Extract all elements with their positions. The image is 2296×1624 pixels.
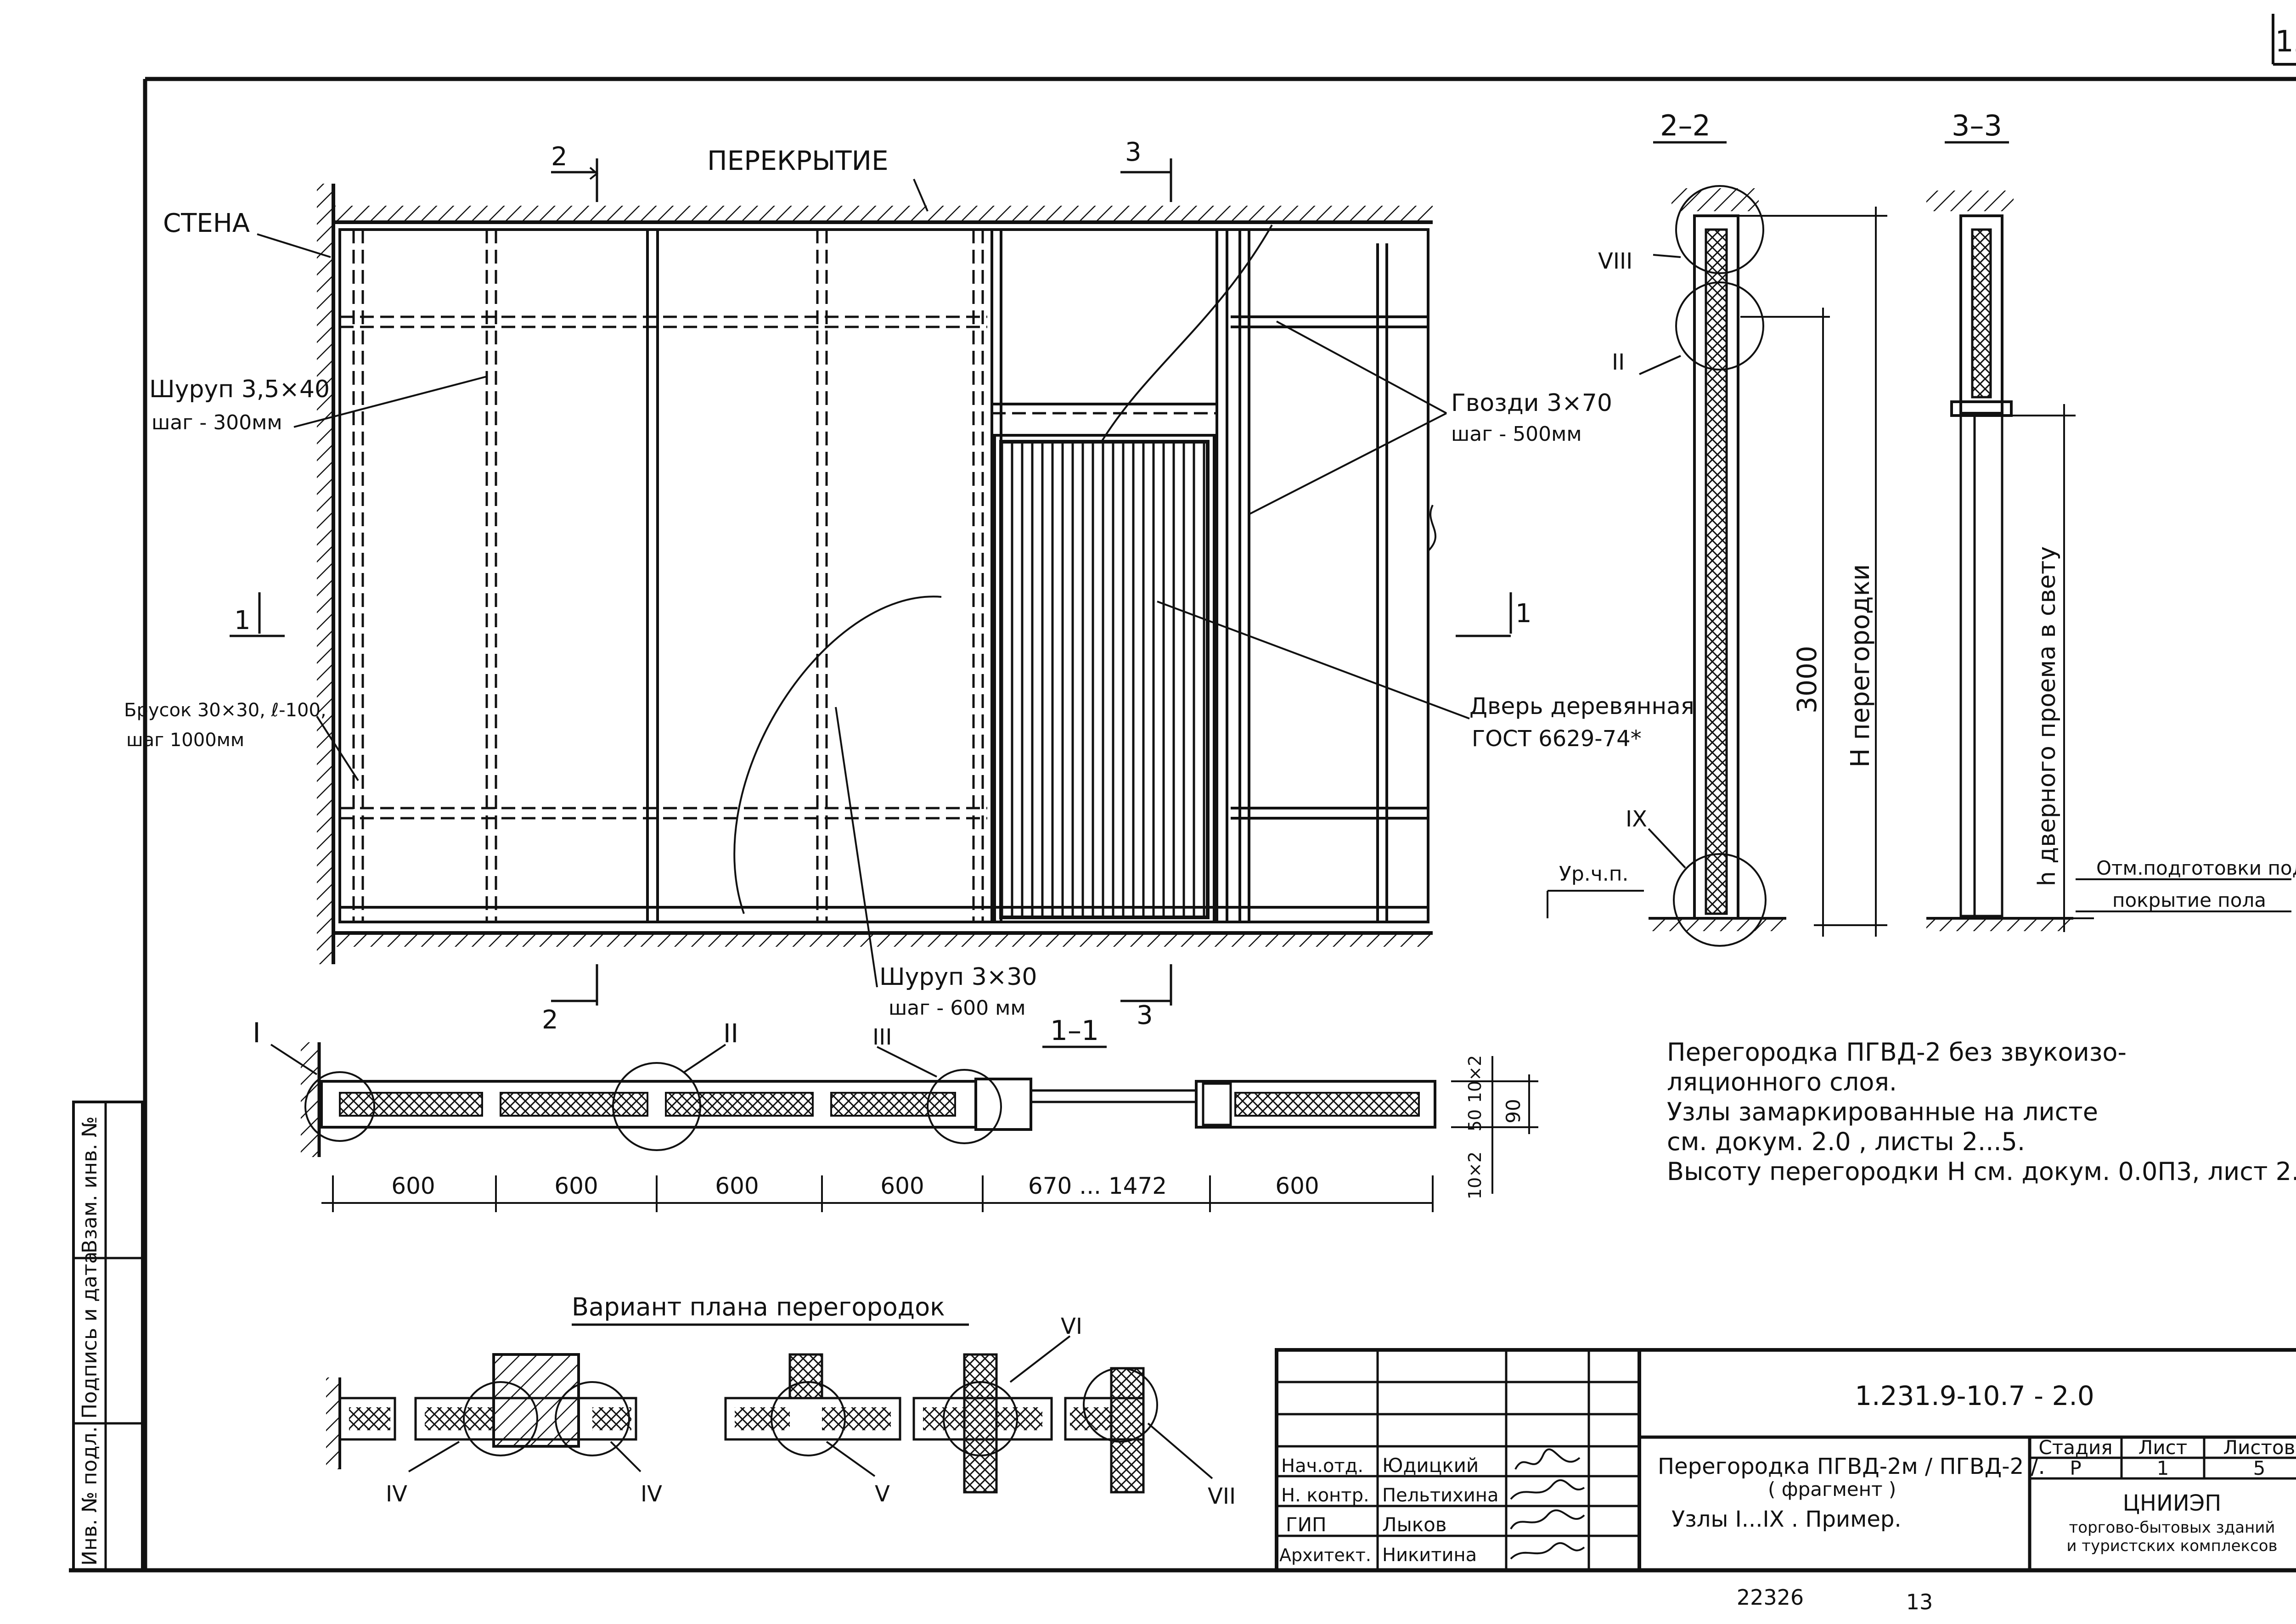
cut-mark-1-right: 1 [1515,599,1532,629]
screw-label-b: шаг - 300мм [152,411,282,434]
door-label-b: ГОСТ 6629-74* [1472,726,1642,752]
floor-cover-label: покрытие пола [2112,889,2266,911]
subfloor-mark-label: Отм.подготовки под [2096,857,2296,879]
plan-dim-1: 600 [391,1173,435,1199]
org-line-3: и туристских комплексов [2066,1537,2277,1555]
plan-node-2: II [723,1019,738,1049]
nails-label-b: шаг - 500мм [1451,422,1582,446]
screw2-label-a: Шуруп 3×30 [879,963,1037,991]
sheets-header: Листов [2223,1436,2296,1459]
sheet-number: 12 [2275,25,2296,59]
plan-dim-90: 90 [1502,1099,1525,1123]
signatures [1510,1448,1585,1560]
door-label-a: Дверь деревянная [1469,693,1694,719]
role-1: Нач.отд. [1281,1455,1363,1477]
wooden-door [999,440,1210,919]
sheet-value: 1 [2157,1457,2169,1479]
cut-mark-1-left: 1 [234,606,251,635]
stage-header: Стадия [2038,1436,2112,1459]
cut-mark-3-bottom: 3 [1137,1000,1153,1030]
plan-dim-4: 600 [880,1173,924,1199]
drawing-desc-3: Узлы I...IX . Пример. [1671,1506,1902,1532]
variant-node-5: V [875,1481,890,1507]
stamp-col-2: Подпись и дата [78,1252,101,1419]
title-block [1275,1348,2296,1572]
side-wall [317,184,333,964]
name-3: Лыков [1382,1513,1447,1536]
bar-label-a: Брусок 30×30, ℓ-100, [124,700,326,721]
plan-node-3: III [872,1024,892,1050]
node-2-label: II [1612,349,1625,375]
screw2-label-b: шаг - 600 мм [889,996,1026,1020]
dim-3000: 3000 [1791,646,1823,714]
stamp-col-3: Взам. инв. № [78,1116,101,1253]
stamp-col-1: Инв. № подл. [78,1426,101,1566]
name-4: Никитина [1382,1545,1477,1566]
door-opening-height-label: h дверного проема в свету [2033,546,2061,886]
name-2: Пельтихина [1382,1485,1498,1506]
plan-1-1-title: 1–1 [1050,1015,1099,1047]
variant-node-4a: IV [386,1481,407,1507]
cut-mark-2-top: 2 [551,142,568,172]
sheet-header: Лист [2138,1436,2187,1459]
partition-height-label: Н перегородки [1846,564,1875,767]
note-line-5: Высоту перегородки Н см. докум. 0.0П3, л… [1667,1157,2296,1186]
ceiling-label: ПЕРЕКРЫТИЕ [707,145,889,176]
plan-dim-5: 670 ... 1472 [1028,1173,1167,1199]
plan-dim-6: 600 [1275,1173,1319,1199]
org-line-1: ЦНИИЭП [2123,1490,2222,1516]
plan-dim-10x2-top: 10×2 [1465,1055,1485,1103]
role-4: Архитект. [1279,1545,1371,1565]
floor-level-label: Ур.ч.п. [1559,862,1628,886]
org-line-2: торгово-бытовых зданий [2069,1518,2275,1537]
partition-elevation: ПЕРЕКРЫТИЕ СТЕНА Шуруп 3,5×40 шаг - 300м… [124,137,1694,1035]
note-line-2: ляционного слоя. [1667,1068,1897,1096]
section-2-2-title: 2–2 [1660,109,1711,142]
note-line-3: Узлы замаркированные на листе [1667,1097,2098,1126]
variant-title: Вариант плана перегородок [572,1292,945,1321]
node-8-label: VIII [1598,248,1632,274]
floor-slab [335,933,1433,947]
name-1: Юдицкий [1382,1454,1479,1477]
plan-1-1: 1–1 I II III [253,1015,1538,1212]
note-line-1: Перегородка ПГВД-2 без звукоизо- [1667,1038,2127,1067]
stage-value: Р [2070,1457,2081,1479]
drawing-code: 1.231.9-10.7 - 2.0 [1855,1380,2094,1411]
notes: Перегородка ПГВД-2 без звукоизо- ляционн… [1667,1038,2296,1186]
sections: 2–2 3–3 VIII II IX 3000 Н перегородки Ур… [1547,109,2296,947]
sheets-value: 5 [2253,1457,2266,1479]
plan-dim-2: 600 [554,1173,598,1199]
role-2: Н. контр. [1281,1485,1369,1506]
screw-label-a: Шуруп 3,5×40 [149,376,330,403]
plan-node-1: I [253,1017,261,1049]
variant-node-6: VI [1061,1314,1082,1339]
plan-dim-10x2-bottom: 10×2 [1465,1152,1485,1199]
nails-label-a: Гвозди 3×70 [1451,389,1612,417]
cut-mark-3-top: 3 [1125,137,1142,167]
role-3: ГИП [1286,1513,1327,1536]
ceiling-slab [335,206,1433,222]
footer-page: 13 [1906,1590,1933,1614]
side-stamp: Инв. № подл. Подпись и дата Взам. инв. № [72,1101,144,1572]
section-2-2-core [1705,228,1728,915]
drawing-desc-2: ( фрагмент ) [1768,1478,1896,1500]
bar-label-b: шаг 1000мм [126,730,244,751]
node-9-label: IX [1626,806,1647,832]
variant-plan: Вариант плана перегородок [326,1292,1236,1509]
drawing-desc-1: Перегородка ПГВД-2м / ПГВД-2 /. [1658,1454,2045,1479]
variant-node-4b: IV [641,1481,662,1507]
cut-mark-2-bottom: 2 [542,1005,558,1035]
plan-dim-50: 50 [1465,1109,1485,1131]
note-line-4: см. докум. 2.0 , листы 2...5. [1667,1127,2025,1156]
plan-dim-3: 600 [715,1173,759,1199]
section-3-3-core [1971,228,1992,399]
variant-node-7: VII [1208,1484,1236,1509]
wall-label: СТЕНА [163,208,250,238]
section-3-3-title: 3–3 [1952,109,2002,142]
footer-code: 22326 [1737,1585,1804,1610]
